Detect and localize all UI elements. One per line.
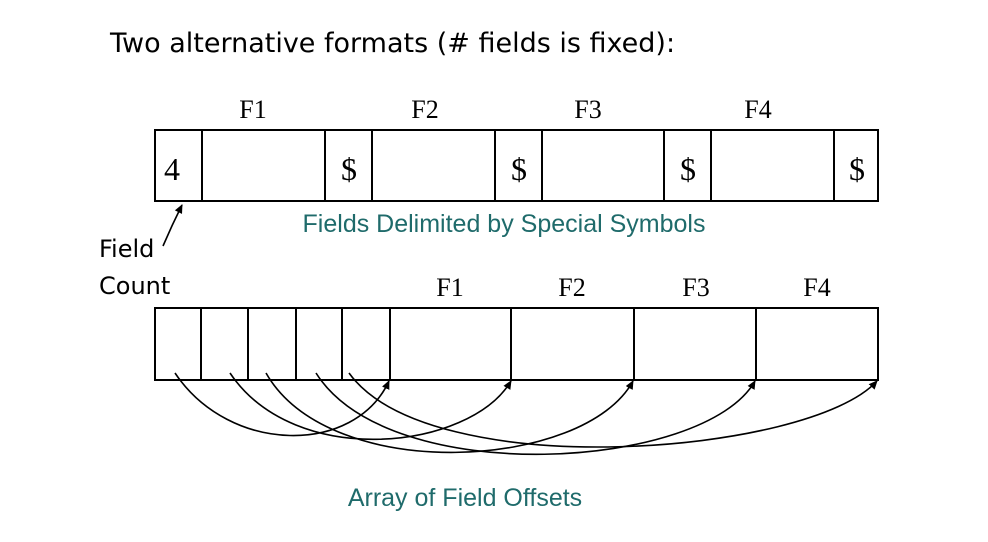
offset-array-format: F1 F2 F3 F4 Array of Field Offsets (154, 273, 879, 512)
offset-record-box (154, 307, 879, 381)
field-count-pointer-arrow (162, 204, 183, 247)
format1-field-label-f3: F3 (574, 95, 601, 124)
offset-pointer-arrow-2 (229, 372, 512, 441)
offset-pointer-arrow-5 (348, 372, 878, 448)
format2-field-label-f3: F3 (682, 273, 709, 302)
delimited-format: F1 F2 F3 F4 4 $ $ $ $ Fields Delimited b… (154, 95, 879, 238)
format2-field-label-f2: F2 (558, 273, 585, 302)
offset-format-caption: Array of Field Offsets (348, 484, 582, 512)
format1-field-label-f2: F2 (411, 95, 438, 124)
format2-field-label-f1: F1 (436, 273, 463, 302)
delimited-record-box (154, 129, 879, 202)
offset-pointer-arrow-4 (315, 372, 756, 456)
format1-field-label-f4: F4 (744, 95, 771, 124)
offset-pointer-arrow-3 (265, 372, 634, 454)
offset-pointer-arrow-1 (174, 372, 390, 437)
delimiter-symbol: $ (680, 151, 696, 187)
field-count-value: 4 (164, 151, 180, 187)
format2-field-label-f4: F4 (803, 273, 830, 302)
diagram-title: Two alternative formats (# fields is fix… (109, 28, 675, 59)
field-count-label-line2: Count (99, 272, 170, 300)
delimiter-symbol: $ (511, 151, 527, 187)
delimiter-symbol: $ (341, 151, 357, 187)
delimited-format-caption: Fields Delimited by Special Symbols (303, 210, 706, 238)
format1-field-label-f1: F1 (239, 95, 266, 124)
field-count-label-line1: Field (99, 235, 154, 263)
field-count-annotation: Field Count (99, 204, 183, 300)
delimiter-symbol: $ (849, 151, 865, 187)
